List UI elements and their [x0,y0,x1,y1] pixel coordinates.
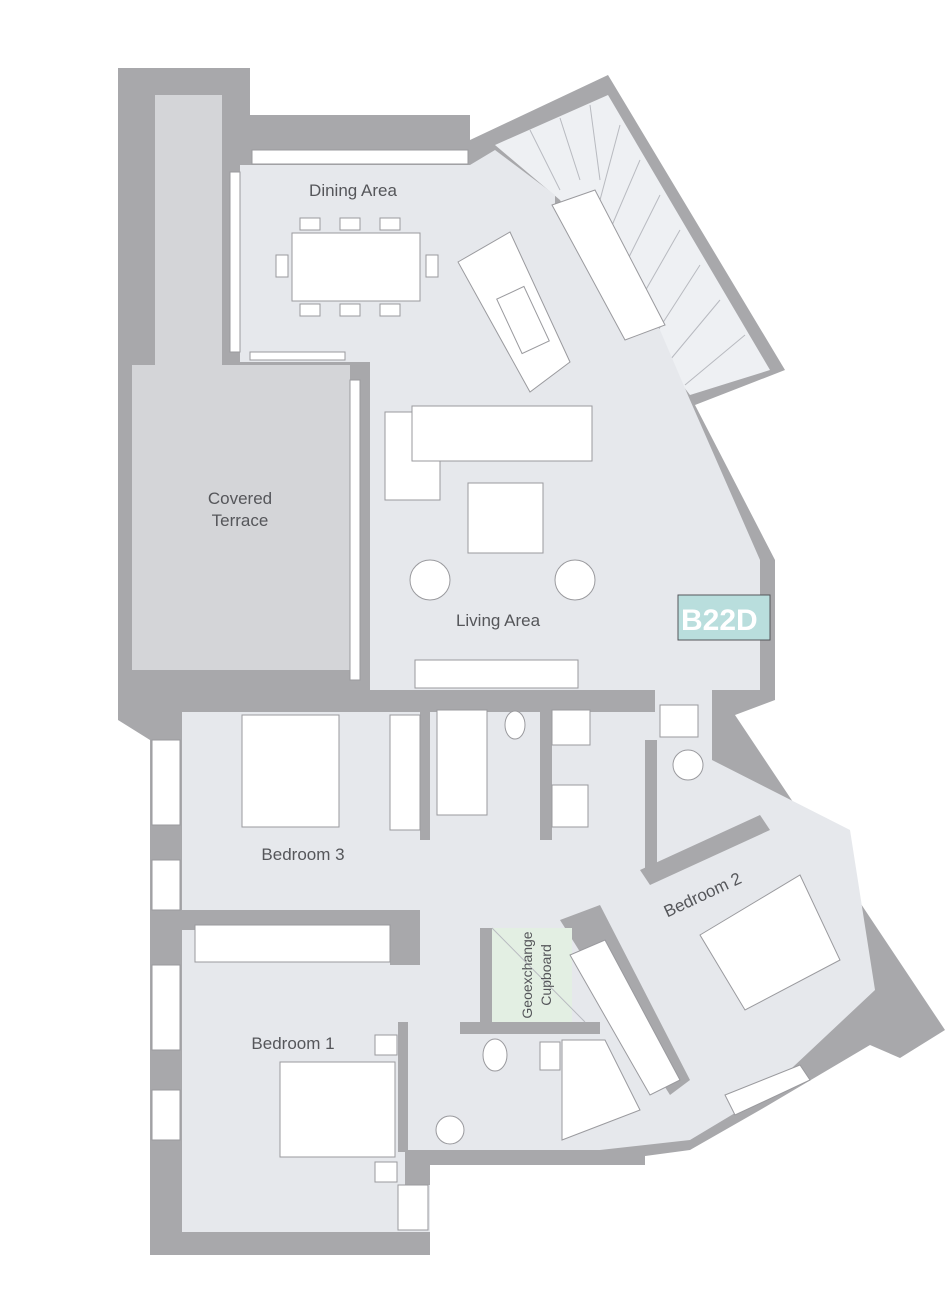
label-terrace-2: Terrace [212,511,269,530]
label-cupboard: Cupboard [538,944,554,1006]
covered-terrace [132,365,350,670]
label-living-area: Living Area [456,611,541,630]
balcony-strip [155,95,222,378]
windows[interactable] [151,149,811,1231]
label-geoexchange: Geoexchange [519,931,535,1018]
unit-badge: B22D [677,594,771,641]
furniture [194,189,841,1183]
label-bedroom-3: Bedroom 3 [261,845,344,864]
staircase [495,95,770,395]
unit-code: B22D [681,604,758,637]
label-dining-area: Dining Area [309,181,397,200]
geoexchange-cupboard [492,928,572,1022]
label-terrace-1: Covered [208,489,272,508]
label-bedroom-1: Bedroom 1 [251,1034,334,1053]
